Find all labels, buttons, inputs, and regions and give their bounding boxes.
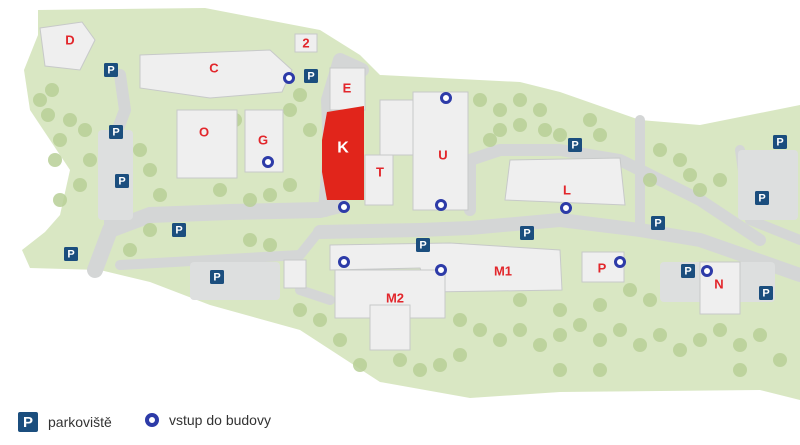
parking-symbol: P: [112, 127, 119, 139]
parking-marker[interactable]: P: [172, 223, 186, 237]
building-label-G[interactable]: G: [258, 133, 268, 148]
building-O-shape: [176, 109, 238, 179]
parking-icon: [64, 247, 78, 261]
building-label-N[interactable]: N: [714, 277, 723, 292]
legend-entrance: vstup do budovy: [145, 412, 271, 428]
parking-markers: P P P P P P P P P P P P P P P: [64, 63, 787, 300]
parking-icon: [109, 125, 123, 139]
legend-entrance-label: vstup do budovy: [169, 412, 271, 428]
parking-icon: [520, 226, 534, 240]
parking-marker[interactable]: P: [568, 138, 582, 152]
parking-marker[interactable]: P: [416, 238, 430, 252]
parking-symbol: P: [776, 137, 783, 149]
entrance-marker[interactable]: [440, 92, 452, 104]
parking-marker[interactable]: P: [681, 264, 695, 278]
entrance-icon: [145, 413, 159, 427]
parking-marker[interactable]: P: [210, 270, 224, 284]
building-U-wing: [379, 99, 414, 156]
entrance-marker[interactable]: [283, 72, 295, 84]
parking-symbol: P: [118, 176, 125, 188]
parking-marker[interactable]: P: [104, 63, 118, 77]
parking-marker[interactable]: P: [115, 174, 129, 188]
building-label-D[interactable]: D: [65, 33, 74, 48]
entrance-marker[interactable]: [614, 256, 626, 268]
entrance-marker[interactable]: [262, 156, 274, 168]
parking-icon: [568, 138, 582, 152]
legend-parking: P parkoviště: [18, 412, 112, 432]
entrance-marker[interactable]: [338, 201, 350, 213]
parking-symbol: P: [571, 140, 578, 152]
parking-icon: [759, 286, 773, 300]
legend-parking-label: parkoviště: [48, 414, 112, 430]
map-legend: P parkoviště vstup do budovy: [0, 400, 800, 445]
entrance-marker[interactable]: [701, 265, 713, 277]
building-K-highlight[interactable]: [322, 106, 364, 200]
parking-icon: P: [18, 412, 38, 432]
building-label-L[interactable]: L: [563, 183, 571, 198]
parking-marker[interactable]: P: [755, 191, 769, 205]
building-M2-wing: [369, 304, 411, 351]
parking-symbol: P: [175, 225, 182, 237]
parking-icon: [304, 69, 318, 83]
parking-symbol: P: [684, 266, 691, 278]
building-label-K[interactable]: K: [337, 140, 349, 157]
parking-marker[interactable]: P: [759, 286, 773, 300]
parking-marker[interactable]: P: [520, 226, 534, 240]
parking-symbol: P: [762, 288, 769, 300]
building-label-U[interactable]: U: [438, 148, 447, 163]
parking-icon: [416, 238, 430, 252]
building-T-shape: [364, 154, 394, 206]
entrance-marker[interactable]: [338, 256, 350, 268]
parking-symbol: P: [67, 249, 74, 261]
entrance-marker[interactable]: [435, 199, 447, 211]
parking-symbol: P: [419, 240, 426, 252]
building-label-M1[interactable]: M1: [494, 264, 512, 279]
parking-icon: [104, 63, 118, 77]
parking-icon: [755, 191, 769, 205]
building-label-M2[interactable]: M2: [386, 291, 404, 306]
parking-icon: [115, 174, 129, 188]
parking-icon: [681, 264, 695, 278]
building-D-shape: [39, 21, 96, 71]
parking-icon: [773, 135, 787, 149]
parking-symbol: P: [307, 71, 314, 83]
parking-marker[interactable]: P: [109, 125, 123, 139]
building-label-2[interactable]: 2: [302, 36, 309, 51]
entrance-marker[interactable]: [560, 202, 572, 214]
building-label-T[interactable]: T: [376, 165, 384, 180]
parking-symbol: P: [654, 218, 661, 230]
parking-icon: [172, 223, 186, 237]
building-label-P[interactable]: P: [598, 261, 607, 276]
parking-symbol: P: [758, 193, 765, 205]
parking-marker[interactable]: P: [304, 69, 318, 83]
parking-symbol: P: [213, 272, 220, 284]
building-small-1: [283, 259, 307, 289]
parking-symbol: P: [523, 228, 530, 240]
building-label-O[interactable]: O: [199, 125, 209, 140]
entrance-markers: [262, 72, 713, 277]
parking-marker[interactable]: P: [64, 247, 78, 261]
building-2-shape: [294, 33, 318, 53]
parking-icon: [651, 216, 665, 230]
building-label-C[interactable]: C: [209, 61, 219, 76]
parking-marker[interactable]: P: [651, 216, 665, 230]
building-L-shape: [504, 157, 626, 206]
parking-icon: [210, 270, 224, 284]
building-C-shape: [139, 49, 293, 99]
entrance-marker[interactable]: [435, 264, 447, 276]
parking-marker[interactable]: P: [773, 135, 787, 149]
parking-symbol: P: [107, 65, 114, 77]
campus-grounds: [22, 8, 800, 400]
building-label-E[interactable]: E: [343, 81, 352, 96]
